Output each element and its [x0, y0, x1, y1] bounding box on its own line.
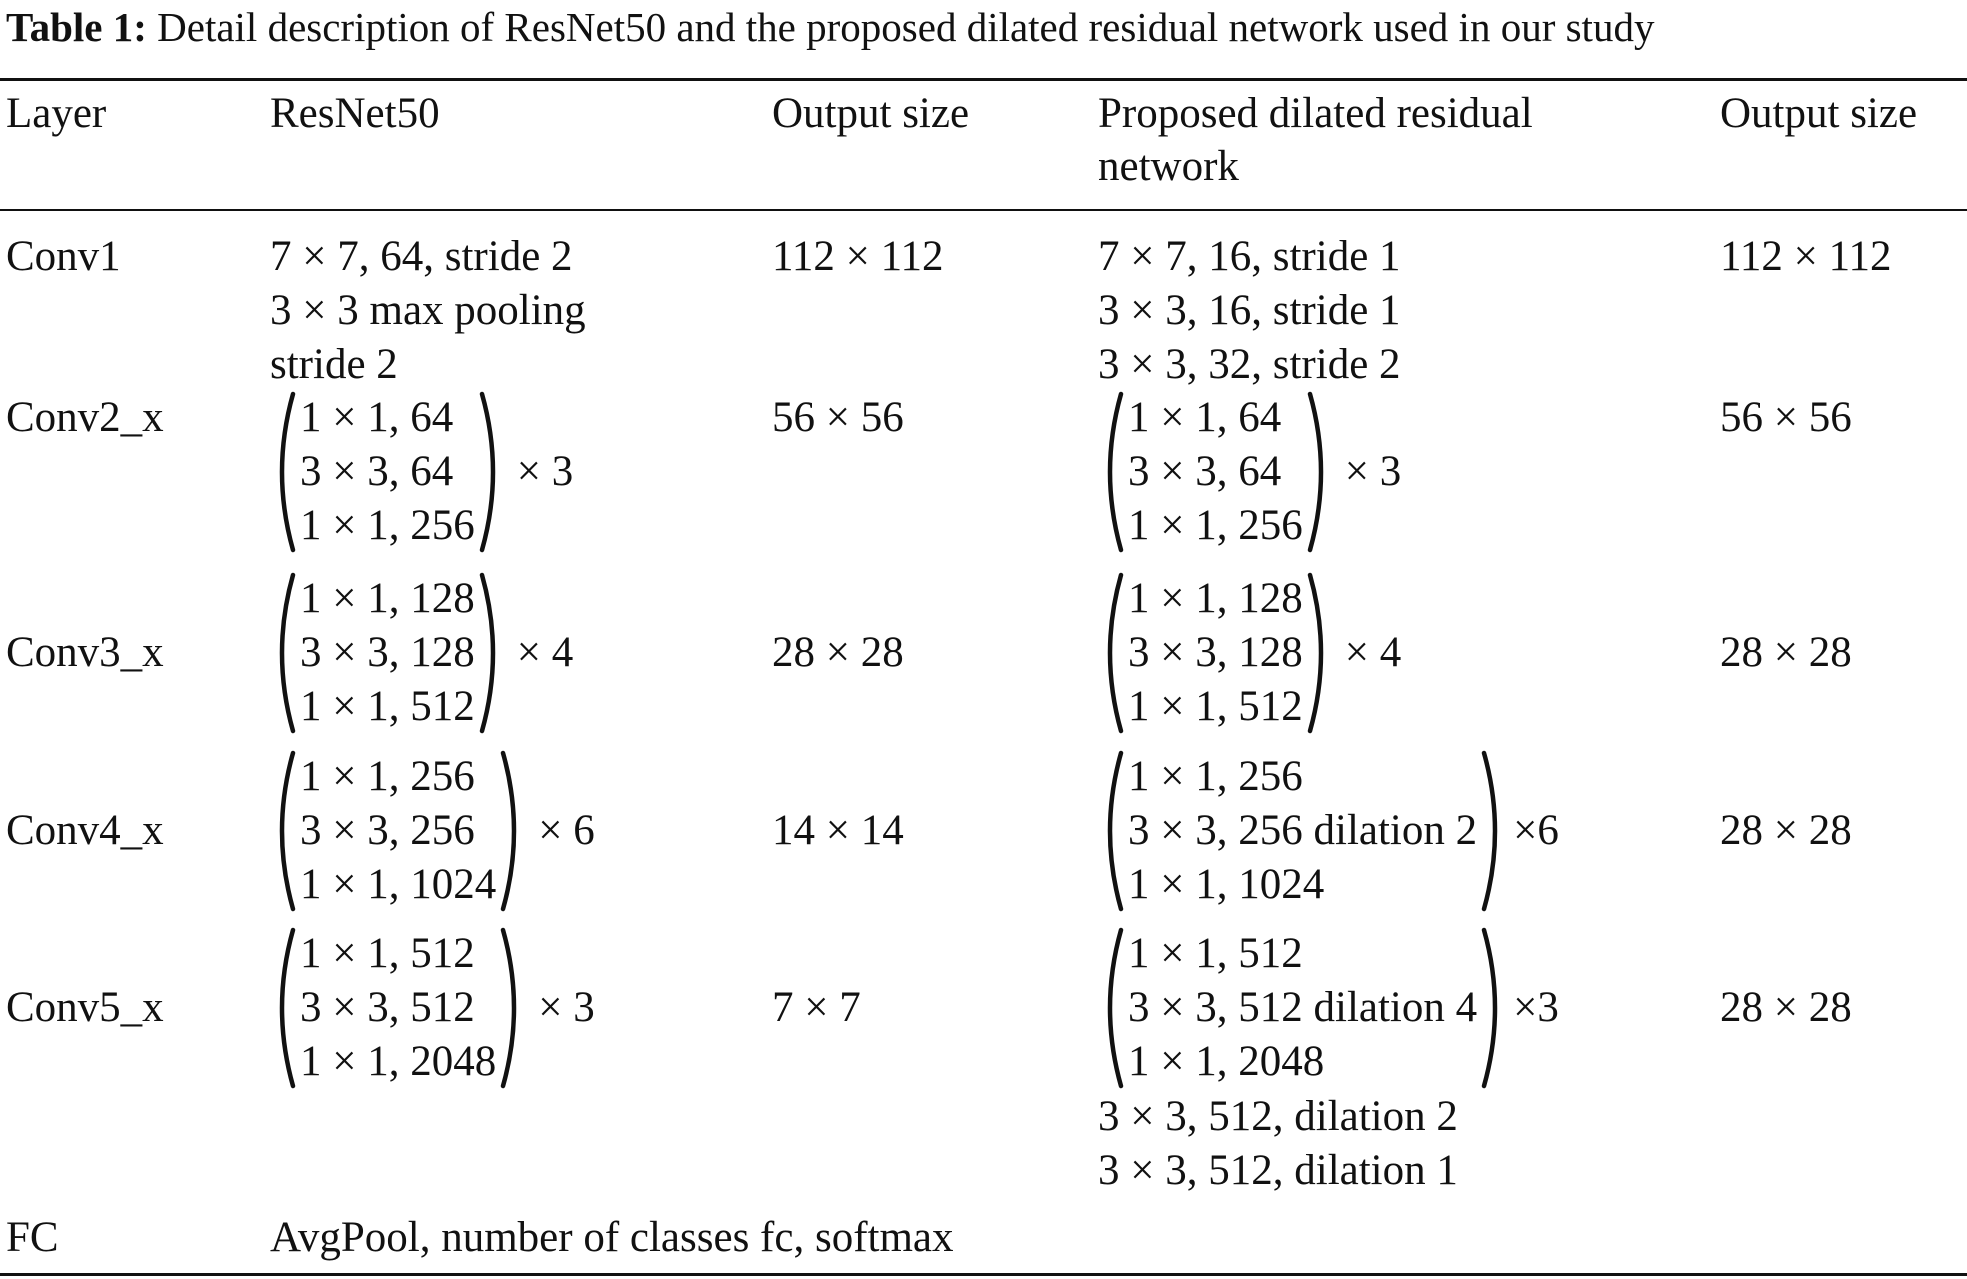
- row-conv3-output-proposed: 28 × 28: [1720, 629, 1852, 676]
- row-conv4-layer: Conv4_x: [6, 807, 164, 854]
- row-conv1-layer: Conv1: [6, 233, 121, 280]
- conv1-proposed-line: 7 × 7, 16, stride 1: [1098, 233, 1401, 280]
- right-paren: [479, 572, 495, 734]
- matrix-row: 1 × 1, 64: [300, 394, 454, 441]
- header-output-size-proposed: Output size: [1720, 90, 1918, 137]
- header-layer: Layer: [6, 90, 107, 137]
- right-paren: [1481, 927, 1498, 1089]
- matrix-row: 1 × 1, 1024: [300, 861, 497, 908]
- bottom-rule: [0, 1273, 1967, 1276]
- matrix-row: 1 × 1, 256: [300, 753, 475, 800]
- repeat-count: × 3: [1344, 448, 1402, 495]
- right-paren: [501, 927, 517, 1089]
- repeat-count: × 3: [516, 448, 574, 495]
- conv1-proposed-line: 3 × 3, 32, stride 2: [1098, 341, 1401, 388]
- repeat-count: × 3: [538, 984, 595, 1031]
- row-conv2-layer: Conv2_x: [6, 394, 164, 441]
- right-paren: [1481, 750, 1498, 912]
- header-resnet50: ResNet50: [270, 90, 440, 137]
- matrix-row: 1 × 1, 256: [1128, 502, 1303, 549]
- row-conv1-output-resnet: 112 × 112: [772, 233, 944, 280]
- header-output-size-resnet: Output size: [772, 90, 970, 137]
- matrix-row: 3 × 3, 64: [300, 448, 454, 495]
- row-conv5-layer: Conv5_x: [6, 984, 164, 1031]
- matrix-row: 1 × 1, 1024: [1128, 861, 1325, 908]
- row-conv5-output-proposed: 28 × 28: [1720, 984, 1852, 1031]
- conv1-resnet-line: 3 × 3 max pooling: [270, 287, 586, 334]
- row-conv1-resnet: 7 × 7, 64, stride 2 3 × 3 max pooling st…: [270, 230, 586, 392]
- matrix-row: 3 × 3, 512 dilation 4: [1128, 984, 1478, 1031]
- header-rule: [0, 209, 1967, 211]
- conv2-resnet-block: 1 × 1, 64 3 × 3, 64 1 × 1, 256 × 3: [268, 391, 573, 553]
- matrix-row: 1 × 1, 2048: [1128, 1038, 1325, 1085]
- matrix-row: 1 × 1, 2048: [300, 1038, 497, 1085]
- left-paren: [1107, 391, 1124, 553]
- conv2-proposed-block: 1 × 1, 64 3 × 3, 64 1 × 1, 256 × 3: [1096, 391, 1401, 553]
- row-conv2-output-proposed: 56 × 56: [1720, 394, 1852, 441]
- right-paren: [479, 391, 495, 553]
- row-conv1-output-proposed: 112 × 112: [1720, 233, 1892, 280]
- matrix-row: 3 × 3, 128: [300, 629, 475, 676]
- repeat-count: × 6: [538, 807, 595, 854]
- row-fc-description: AvgPool, number of classes fc, softmax: [270, 1214, 954, 1261]
- conv5-resnet-block: 1 × 1, 512 3 × 3, 512 1 × 1, 2048 × 3: [268, 927, 595, 1089]
- left-paren: [279, 391, 296, 553]
- matrix-row: 3 × 3, 256: [300, 807, 475, 854]
- conv1-resnet-line: 7 × 7, 64, stride 2: [270, 233, 573, 280]
- conv5-extra-line: 3 × 3, 512, dilation 1: [1098, 1147, 1458, 1194]
- row-conv5-proposed-extra: 3 × 3, 512, dilation 2 3 × 3, 512, dilat…: [1098, 1090, 1458, 1198]
- matrix-row: 1 × 1, 256: [1128, 753, 1303, 800]
- matrix-row: 1 × 1, 512: [1128, 683, 1303, 730]
- matrix-row: 1 × 1, 512: [300, 683, 475, 730]
- row-conv2-output-resnet: 56 × 56: [772, 394, 904, 441]
- matrix-row: 1 × 1, 128: [300, 575, 475, 622]
- matrix-row: 3 × 3, 128: [1128, 629, 1303, 676]
- right-paren: [1307, 391, 1323, 553]
- matrix-row: 1 × 1, 256: [300, 502, 475, 549]
- matrix-row: 3 × 3, 256 dilation 2: [1128, 807, 1478, 854]
- row-conv5-output-resnet: 7 × 7: [772, 984, 861, 1031]
- conv3-proposed-block: 1 × 1, 128 3 × 3, 128 1 × 1, 512 × 4: [1096, 572, 1401, 734]
- left-paren: [279, 572, 296, 734]
- header-proposed-line2: network: [1098, 143, 1239, 190]
- repeat-count: × 4: [516, 629, 574, 676]
- conv4-resnet-block: 1 × 1, 256 3 × 3, 256 1 × 1, 1024 × 6: [268, 750, 595, 912]
- row-conv3-output-resnet: 28 × 28: [772, 629, 904, 676]
- right-paren: [1307, 572, 1323, 734]
- caption-text: Detail description of ResNet50 and the p…: [146, 4, 1655, 50]
- header-proposed-line1: Proposed dilated residual: [1098, 90, 1533, 137]
- row-conv3-layer: Conv3_x: [6, 629, 164, 676]
- top-rule: [0, 78, 1967, 81]
- left-paren: [1107, 750, 1124, 912]
- left-paren: [279, 927, 296, 1089]
- conv1-resnet-line: stride 2: [270, 341, 398, 388]
- row-conv4-output-resnet: 14 × 14: [772, 807, 904, 854]
- matrix-row: 1 × 1, 64: [1128, 394, 1282, 441]
- conv4-proposed-block: 1 × 1, 256 3 × 3, 256 dilation 2 1 × 1, …: [1096, 750, 1559, 912]
- conv5-extra-line: 3 × 3, 512, dilation 2: [1098, 1093, 1458, 1140]
- row-conv4-output-proposed: 28 × 28: [1720, 807, 1852, 854]
- conv1-proposed-line: 3 × 3, 16, stride 1: [1098, 287, 1401, 334]
- matrix-row: 1 × 1, 512: [300, 930, 475, 977]
- row-fc-layer: FC: [6, 1214, 59, 1261]
- matrix-row: 3 × 3, 64: [1128, 448, 1282, 495]
- left-paren: [1107, 572, 1124, 734]
- caption-label: Table 1:: [6, 4, 147, 50]
- matrix-row: 1 × 1, 128: [1128, 575, 1303, 622]
- conv3-resnet-block: 1 × 1, 128 3 × 3, 128 1 × 1, 512 × 4: [268, 572, 573, 734]
- matrix-row: 1 × 1, 512: [1128, 930, 1303, 977]
- repeat-count: × 4: [1344, 629, 1402, 676]
- repeat-count: ×6: [1513, 807, 1559, 854]
- left-paren: [279, 750, 296, 912]
- left-paren: [1107, 927, 1124, 1089]
- conv5-proposed-block: 1 × 1, 512 3 × 3, 512 dilation 4 1 × 1, …: [1096, 927, 1559, 1089]
- repeat-count: ×3: [1513, 984, 1559, 1031]
- matrix-row: 3 × 3, 512: [300, 984, 475, 1031]
- header-proposed: Proposed dilated residual network: [1098, 87, 1533, 193]
- table-caption: Table 1: Detail description of ResNet50 …: [6, 2, 1654, 52]
- row-conv1-proposed: 7 × 7, 16, stride 1 3 × 3, 16, stride 1 …: [1098, 230, 1401, 392]
- right-paren: [501, 750, 517, 912]
